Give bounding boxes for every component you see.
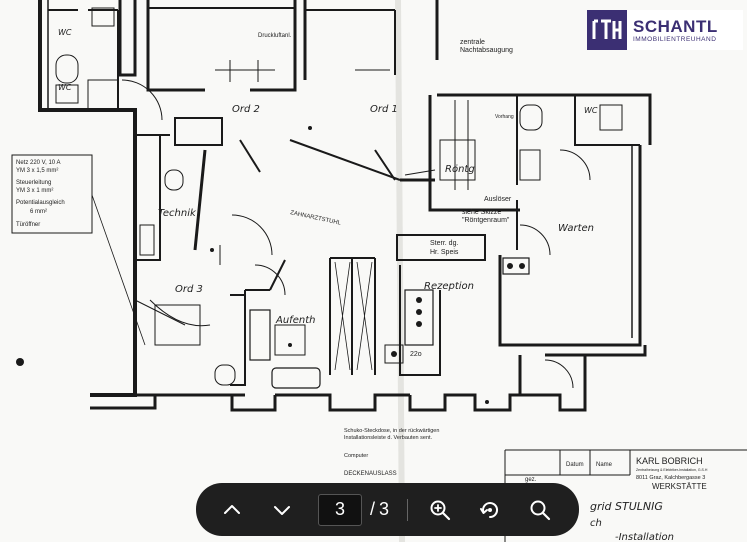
rotate-button[interactable]: [472, 492, 508, 528]
note-sterr: Sterr. dg.: [430, 240, 458, 247]
legend-line-7: Türöffner: [16, 222, 40, 228]
rotate-icon: [480, 501, 499, 518]
bottom-legend-item-1a: Schuko-Steckdose, in der rückwärtigen: [344, 428, 439, 434]
zoom-in-button[interactable]: [422, 492, 458, 528]
logo-mark-icon: [587, 10, 627, 50]
chevron-down-icon: [274, 505, 290, 515]
page-number-input[interactable]: [318, 493, 362, 526]
legend-line-3: Steuerleitung: [16, 180, 51, 186]
legend-line-2: YM 3 x 1,5 mm²: [16, 168, 58, 174]
page-total: 3: [379, 499, 390, 519]
room-label-ord3: Ord 3: [175, 284, 203, 295]
title-block-project: -Installation: [615, 532, 674, 542]
title-block-client-2: ch: [590, 518, 602, 529]
brand-logo: SCHANTL IMMOBILIENTREUHAND: [587, 10, 743, 50]
title-block-client: grid STULNIG: [590, 500, 663, 513]
title-block-name: Name: [596, 462, 613, 468]
note-ausloeser: Auslöser: [484, 196, 512, 203]
room-label-roentgen: Röntg: [445, 164, 475, 175]
note-zentrale: zentrale: [460, 39, 485, 46]
page-separator: /: [370, 499, 376, 519]
title-block-company: KARL BOBRICH: [636, 456, 703, 466]
search-icon: [530, 500, 551, 520]
toolbar-divider: [407, 498, 409, 521]
title-block-company-sub: Zentralheizung & Elektriker-Installation…: [636, 468, 708, 472]
note-speis: Hr. Speis: [430, 249, 459, 256]
room-label-ord1: Ord 1: [370, 104, 398, 115]
brand-subtitle: IMMOBILIENTREUHAND: [633, 35, 717, 43]
room-label-rezeption: Rezeption: [424, 281, 474, 292]
title-block-address: 8011 Graz, Kalchbergasse 3: [636, 475, 705, 481]
note-nachtabsaugung: Nachtabsaugung: [460, 47, 513, 54]
note-roentgenraum: "Röntgenraum": [462, 217, 510, 224]
room-label-wc-3: WC: [584, 106, 598, 115]
note-skizze: siehe Skizze: [462, 209, 501, 216]
zoom-in-icon: [430, 500, 451, 520]
room-label-ord2: Ord 2: [232, 104, 260, 115]
room-label-wc-2: WC: [58, 83, 72, 92]
legend-line-6: 6 mm²: [30, 209, 47, 215]
bottom-legend-item-3: DECKENAUSLASS: [344, 471, 397, 477]
title-block-gez: gez.: [525, 477, 537, 483]
viewer-toolbar: / 3: [196, 483, 579, 536]
bottom-legend-item-1b: Installationsleiste d. Verbauten sent.: [344, 435, 433, 441]
bottom-legend-item-2: Computer: [344, 453, 368, 459]
fixtures: [16, 126, 525, 404]
chevron-up-icon: [224, 504, 240, 514]
previous-page-button[interactable]: [214, 492, 250, 528]
room-label-warten: Warten: [558, 223, 594, 234]
title-block-werkstatte: WERKSTÄTTE: [652, 482, 707, 491]
note-vorhang: Vorhang: [495, 114, 514, 120]
legend-line-5: Potentialausgleich: [16, 200, 65, 206]
legend-line-1: Netz 220 V, 10 A: [16, 160, 60, 166]
room-label-technik: Technik: [158, 208, 197, 219]
note-22o: 22o: [410, 351, 422, 358]
search-button[interactable]: [522, 492, 558, 528]
note-druckluft: Druckluftanl.: [258, 33, 292, 39]
room-label-wc-1: WC: [58, 28, 72, 37]
brand-name: SCHANTL: [633, 16, 718, 36]
next-page-button[interactable]: [264, 492, 300, 528]
title-block-datum: Datum: [566, 462, 584, 468]
walls: [11, 0, 747, 542]
legend-line-4: YM 3 x 1 mm²: [16, 188, 53, 194]
room-label-aufenth: Aufenth: [275, 315, 315, 326]
